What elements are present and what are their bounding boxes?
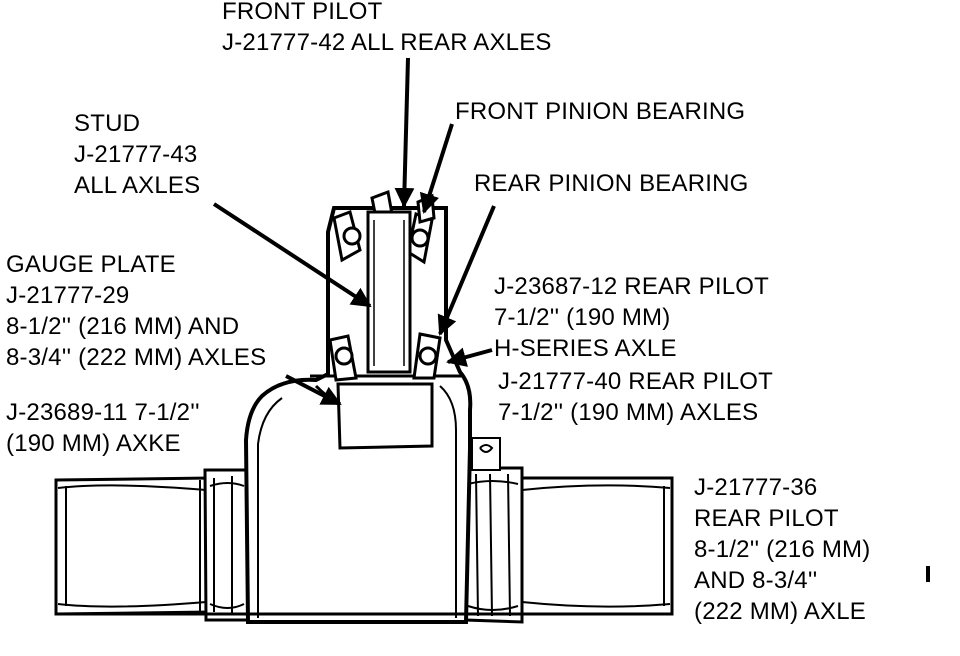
label-line: J-21777-29 bbox=[6, 282, 130, 309]
rear-pinion-bearing bbox=[328, 332, 442, 382]
label-line: J-23687-12 REAR PILOT bbox=[494, 273, 769, 300]
label-rear-pinion-bearing: REAR PINION BEARING bbox=[474, 168, 749, 199]
label-line: 8-3/4'' (222 MM) AXLES bbox=[6, 344, 267, 371]
label-line: J-23689-11 7-1/2'' bbox=[6, 399, 200, 426]
label-rear-pilot-40: J-21777-40 REAR PILOT 7-1/2'' (190 MM) A… bbox=[498, 366, 773, 428]
label-line: 8-1/2'' (216 MM) bbox=[694, 536, 871, 563]
label-front-pilot: FRONT PILOT J-21777-42 ALL REAR AXLES bbox=[222, 0, 552, 58]
label-line: (190 MM) AXKE bbox=[6, 430, 181, 457]
label-line: AND 8-3/4'' bbox=[694, 567, 818, 594]
label-line: STUD bbox=[74, 110, 141, 137]
label-line: 7-1/2'' (190 MM) bbox=[494, 304, 671, 331]
label-line: (222 MM) AXLE bbox=[694, 598, 866, 625]
label-rear-pilot-h-series: J-23687-12 REAR PILOT 7-1/2'' (190 MM) H… bbox=[494, 271, 769, 364]
label-line: 7-1/2'' (190 MM) AXLES bbox=[498, 399, 759, 426]
label-front-pinion-bearing: FRONT PINION BEARING bbox=[455, 96, 745, 127]
right-axle-tube bbox=[516, 476, 674, 616]
label-line: REAR PILOT bbox=[694, 505, 839, 532]
label-j23689: J-23689-11 7-1/2'' (190 MM) AXKE bbox=[6, 397, 200, 459]
label-line: 8-1/2'' (216 MM) AND bbox=[6, 313, 240, 340]
label-line: REAR PINION BEARING bbox=[474, 170, 749, 197]
label-line: H-SERIES AXLE bbox=[494, 335, 677, 362]
label-stud: STUD J-21777-43 ALL AXLES bbox=[74, 108, 200, 201]
label-line: J-21777-42 ALL REAR AXLES bbox=[222, 29, 552, 56]
label-rear-pilot-36: J-21777-36 REAR PILOT 8-1/2'' (216 MM) A… bbox=[694, 472, 870, 627]
label-line: J-21777-43 bbox=[74, 141, 198, 168]
stud bbox=[366, 210, 412, 374]
label-line: FRONT PINION BEARING bbox=[455, 98, 746, 125]
label-line: J-21777-40 REAR PILOT bbox=[498, 368, 773, 395]
label-line: GAUGE PLATE bbox=[6, 251, 176, 278]
label-line: FRONT PILOT bbox=[222, 0, 383, 25]
label-line: ALL AXLES bbox=[74, 172, 201, 199]
leader-lines bbox=[212, 57, 496, 406]
label-line: J-21777-36 bbox=[694, 474, 818, 501]
label-gauge-plate: GAUGE PLATE J-21777-29 8-1/2'' (216 MM) … bbox=[6, 249, 266, 373]
left-axle-tube bbox=[54, 476, 214, 616]
left-pilot-ring bbox=[203, 468, 252, 622]
right-pilot-ring bbox=[461, 437, 524, 624]
